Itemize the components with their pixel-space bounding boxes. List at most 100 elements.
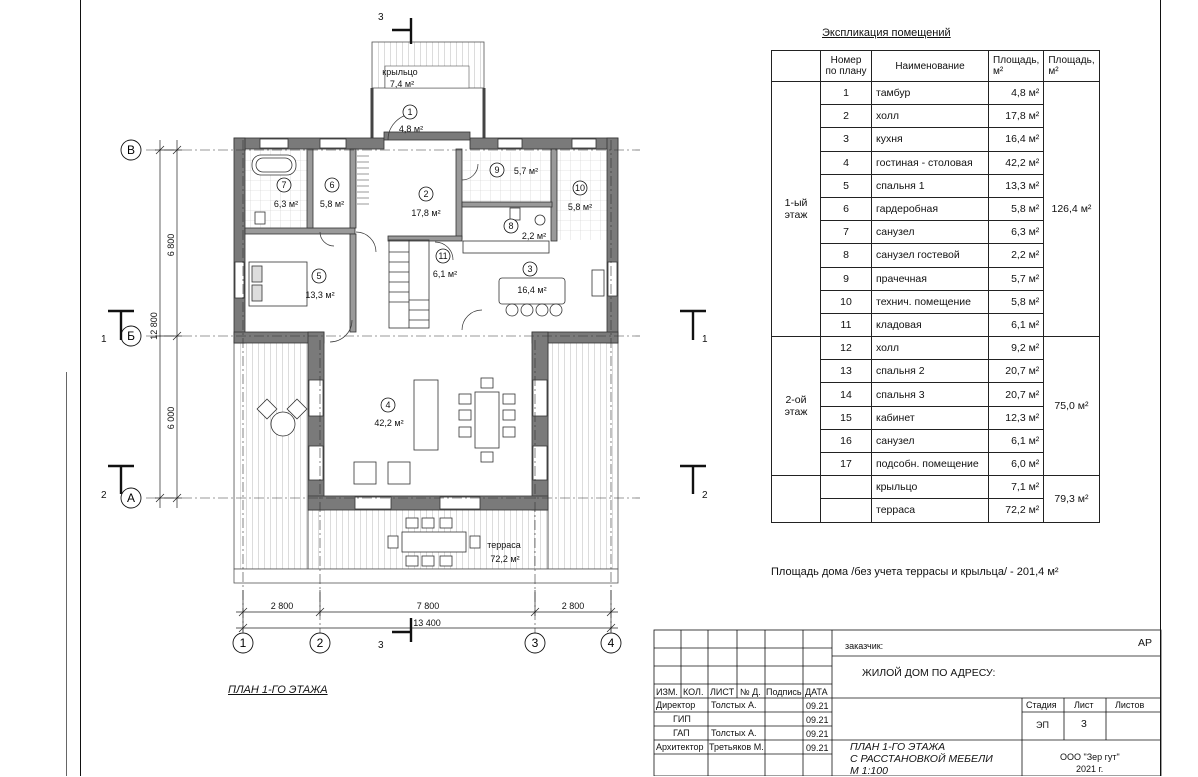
svg-text:7: 7 bbox=[281, 180, 286, 190]
axis-v-label: В bbox=[127, 143, 135, 157]
room-area-cell: 4,8 м² bbox=[987, 80, 1045, 106]
svg-text:7 800: 7 800 bbox=[417, 601, 440, 611]
frame-right-border bbox=[1160, 0, 1161, 776]
svg-text:5: 5 bbox=[316, 271, 321, 281]
room-3: 316,4 м² bbox=[517, 261, 547, 295]
svg-text:9: 9 bbox=[494, 165, 499, 175]
room-name-cell: терраса bbox=[871, 498, 989, 523]
room-number-cell: 16 bbox=[820, 428, 872, 454]
room-name-cell: технич. помещение bbox=[871, 289, 989, 314]
staircase bbox=[388, 239, 430, 329]
svg-text:42,2 м²: 42,2 м² bbox=[374, 418, 403, 428]
room-area-cell: 2,2 м² bbox=[987, 243, 1045, 268]
svg-text:2,2 м²: 2,2 м² bbox=[522, 231, 546, 241]
dimensions-bottom bbox=[236, 590, 618, 633]
room-name-cell: кухня bbox=[871, 127, 989, 152]
room-number-cell: 11 bbox=[820, 312, 872, 338]
room-number-cell: 7 bbox=[820, 220, 872, 245]
room-area-cell: 20,7 м² bbox=[987, 359, 1045, 384]
room-number-cell: 6 bbox=[820, 196, 872, 222]
explication-title: Экспликация помещений bbox=[822, 27, 951, 39]
room-area-cell: 6,3 м² bbox=[987, 220, 1045, 245]
stage-value: ЭП bbox=[1036, 720, 1049, 730]
svg-text:2: 2 bbox=[702, 490, 708, 501]
svg-text:6 800: 6 800 bbox=[166, 234, 176, 257]
svg-text:5,7 м²: 5,7 м² bbox=[514, 166, 538, 176]
room-number-cell: 5 bbox=[820, 173, 872, 198]
room-area-cell: 20,7 м² bbox=[987, 382, 1045, 407]
house-area-note: Площадь дома /без учета террасы и крыльц… bbox=[771, 566, 1059, 578]
room-area-cell: 42,2 м² bbox=[987, 150, 1045, 175]
svg-text:2 800: 2 800 bbox=[271, 601, 294, 611]
room-name-cell: крыльцо bbox=[871, 475, 989, 500]
axis-lines bbox=[146, 140, 640, 633]
room-area-cell: 72,2 м² bbox=[987, 498, 1045, 523]
room-number-cell: 4 bbox=[820, 150, 872, 175]
header-name: Наименование bbox=[871, 50, 989, 82]
room-number-cell: 15 bbox=[820, 405, 872, 430]
room-7: 76,3 м² bbox=[274, 177, 298, 209]
date-director: 09.21 bbox=[806, 701, 829, 711]
stage-header: Стадия bbox=[1026, 700, 1057, 710]
svg-text:3: 3 bbox=[378, 12, 384, 23]
room-6: 65,8 м² bbox=[320, 177, 344, 209]
svg-text:крыльцо: крыльцо bbox=[382, 67, 417, 77]
left-axis-markers: В Б А bbox=[120, 139, 142, 509]
company-name: ООО "Зер гут" bbox=[1060, 752, 1120, 762]
doors bbox=[319, 113, 483, 343]
header-floor bbox=[771, 50, 821, 82]
porch bbox=[370, 41, 486, 140]
svg-text:5,8 м²: 5,8 м² bbox=[568, 202, 592, 212]
header-area: Площадь,м² bbox=[987, 50, 1045, 82]
room-area-cell: 7,1 м² bbox=[987, 475, 1045, 500]
tech-room-tile bbox=[556, 152, 608, 240]
axis-2-label: 2 bbox=[317, 636, 324, 650]
room-number-cell: 1 bbox=[820, 80, 872, 106]
room-number-cell bbox=[820, 475, 872, 500]
col-header-date: ДАТА bbox=[805, 687, 828, 697]
room-area-cell: 9,2 м² bbox=[987, 336, 1045, 361]
wardrobe-shelves bbox=[357, 155, 369, 205]
room-name-cell: спальня 3 bbox=[871, 382, 989, 407]
col-header-izm: ИЗМ. bbox=[656, 687, 678, 697]
svg-text:5,8 м²: 5,8 м² bbox=[320, 199, 344, 209]
header-total: Площадь,м² bbox=[1043, 50, 1100, 82]
col-header-signature: Подпись bbox=[766, 687, 802, 697]
room-name-cell: спальня 2 bbox=[871, 359, 989, 384]
room-11: 116,1 м² bbox=[433, 248, 457, 279]
room-name-cell: санузел bbox=[871, 220, 989, 245]
svg-text:17,8 м²: 17,8 м² bbox=[411, 208, 440, 218]
room-name-cell: тамбур bbox=[871, 80, 989, 106]
svg-text:72,2 м²: 72,2 м² bbox=[490, 554, 519, 564]
room-4: 442,2 м² bbox=[374, 397, 404, 428]
svg-text:13 400: 13 400 bbox=[413, 618, 441, 628]
date-architect: 09.21 bbox=[806, 743, 829, 753]
svg-text:13,3 м²: 13,3 м² bbox=[305, 290, 334, 300]
svg-text:терраса: терраса bbox=[487, 540, 521, 550]
object-title: ЖИЛОЙ ДОМ ПО АДРЕСУ: bbox=[862, 667, 996, 679]
furniture bbox=[248, 154, 605, 567]
bottom-axis-markers: 1 2 3 4 bbox=[232, 632, 622, 654]
axis-3-label: 3 bbox=[532, 636, 539, 650]
dimension-labels-bottom: 2 800 7 800 2 800 13 400 bbox=[271, 601, 585, 628]
room-area-cell: 5,8 м² bbox=[987, 289, 1045, 314]
terrace-label: терраса 72,2 м² bbox=[487, 540, 521, 564]
axis-1-label: 1 bbox=[240, 636, 247, 650]
svg-text:1: 1 bbox=[407, 107, 412, 117]
room-area-cell: 12,3 м² bbox=[987, 405, 1045, 430]
svg-text:6,1 м²: 6,1 м² bbox=[433, 269, 457, 279]
room-number-cell: 3 bbox=[820, 127, 872, 152]
room-number-cell: 9 bbox=[820, 266, 872, 291]
